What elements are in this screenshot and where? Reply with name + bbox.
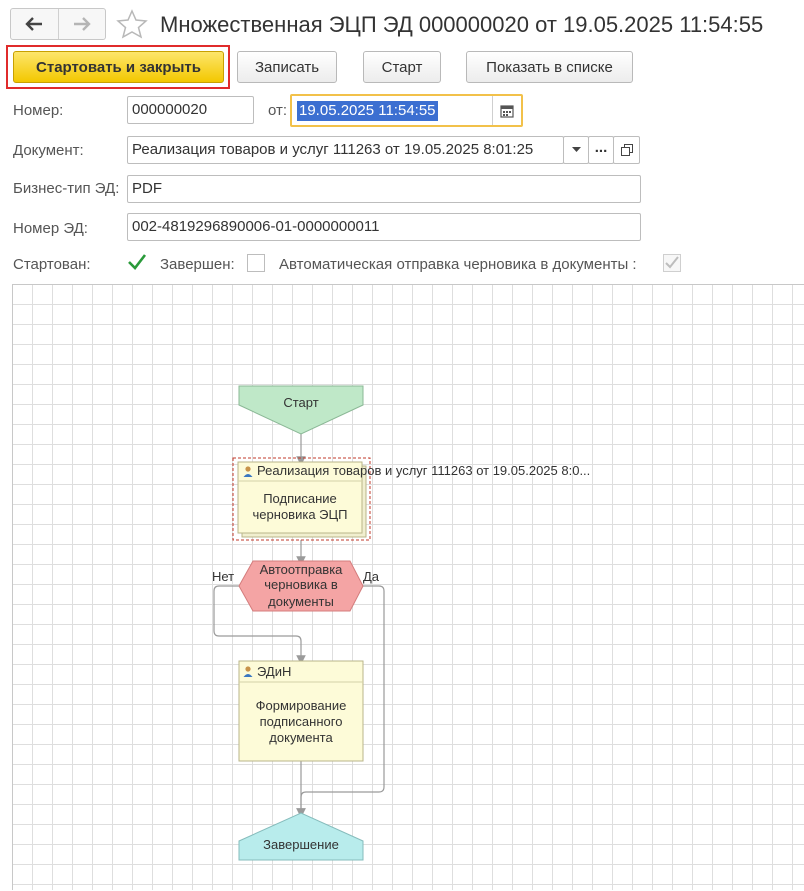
date-label: от: [268, 102, 288, 119]
started-checkbox[interactable] [127, 252, 147, 272]
start-node[interactable]: Старт [238, 385, 364, 435]
focus-highlight [6, 45, 230, 89]
save-button[interactable]: Записать [237, 51, 337, 83]
decision-line1: Автоотправка [260, 562, 344, 577]
decision-line2: черновика в [264, 577, 338, 592]
arrow-right-icon [73, 17, 91, 31]
favorite-star-button[interactable] [116, 9, 148, 43]
calendar-icon [500, 104, 514, 118]
document-field[interactable]: Реализация товаров и услуг 111263 от 19.… [127, 136, 564, 164]
selection-frame [232, 457, 371, 541]
ellipsis-icon: ... [594, 139, 608, 156]
task1-line2: черновика ЭЦП [253, 507, 348, 522]
date-value: 19.05.2025 11:54:55 [297, 101, 438, 121]
open-window-icon [620, 144, 633, 156]
navigation-group [10, 8, 106, 40]
task1-line1: Подписание [263, 491, 337, 506]
auto-send-checkbox[interactable] [663, 254, 681, 272]
decision-line3: документы [268, 594, 334, 609]
task2-line3: документа [269, 730, 333, 745]
started-label: Стартован: [13, 256, 91, 273]
auto-send-label: Автоматическая отправка черновика в доку… [279, 256, 637, 273]
chevron-down-icon [571, 147, 581, 152]
decision-autosend[interactable]: Автоотправка черновика в документы [238, 560, 364, 612]
page-title: Множественная ЭЦП ЭД 000000020 от 19.05.… [160, 12, 764, 37]
decision-no-label: Нет [212, 569, 234, 584]
forward-button[interactable] [57, 9, 106, 39]
task1-header: Реализация товаров и услуг 111263 от 19.… [257, 463, 590, 478]
task2-line1: Формирование [256, 698, 347, 713]
calendar-button[interactable] [492, 96, 521, 125]
checkmark-icon [128, 254, 147, 270]
user-icon [243, 666, 253, 677]
task-signing-draft[interactable]: Реализация товаров и услуг 111263 от 19.… [232, 457, 590, 541]
ed-number-label: Номер ЭД: [13, 220, 88, 237]
date-field[interactable]: 19.05.2025 11:54:55 [290, 94, 523, 127]
business-type-field[interactable]: PDF [127, 175, 641, 203]
start-and-close-button[interactable]: Стартовать и закрыть [13, 51, 224, 83]
document-open-button[interactable] [613, 136, 640, 164]
arrow-left-icon [25, 17, 43, 31]
decision-yes-label: Да [363, 569, 380, 584]
back-button[interactable] [11, 9, 58, 39]
number-label: Номер: [13, 102, 64, 119]
number-field[interactable]: 000000020 [127, 96, 254, 124]
business-type-label: Бизнес-тип ЭД: [13, 180, 120, 197]
show-in-list-button[interactable]: Показать в списке [466, 51, 633, 83]
checkmark-icon [665, 256, 679, 269]
document-select-button[interactable]: ... [588, 136, 614, 164]
ed-number-field[interactable]: 002-4819296890006-01-0000000011 [127, 213, 641, 241]
document-dropdown-button[interactable] [563, 136, 589, 164]
user-icon [243, 466, 253, 477]
connector-lines [213, 434, 385, 818]
task2-header: ЭДиН [257, 664, 291, 679]
start-button[interactable]: Старт [363, 51, 441, 83]
start-node-label: Старт [283, 395, 318, 410]
end-node[interactable]: Завершение [238, 812, 364, 861]
star-icon [116, 9, 148, 39]
task2-line2: подписанного [260, 714, 343, 729]
finished-label: Завершен: [160, 256, 235, 273]
end-node-label: Завершение [263, 837, 339, 852]
process-diagram[interactable]: Старт Реализация товаров и услуг 111263 … [12, 284, 804, 890]
finished-checkbox[interactable] [247, 254, 265, 272]
task-forming-signed-document[interactable]: ЭДиН Формирование подписанного документа [238, 660, 364, 762]
document-label: Документ: [13, 142, 84, 159]
